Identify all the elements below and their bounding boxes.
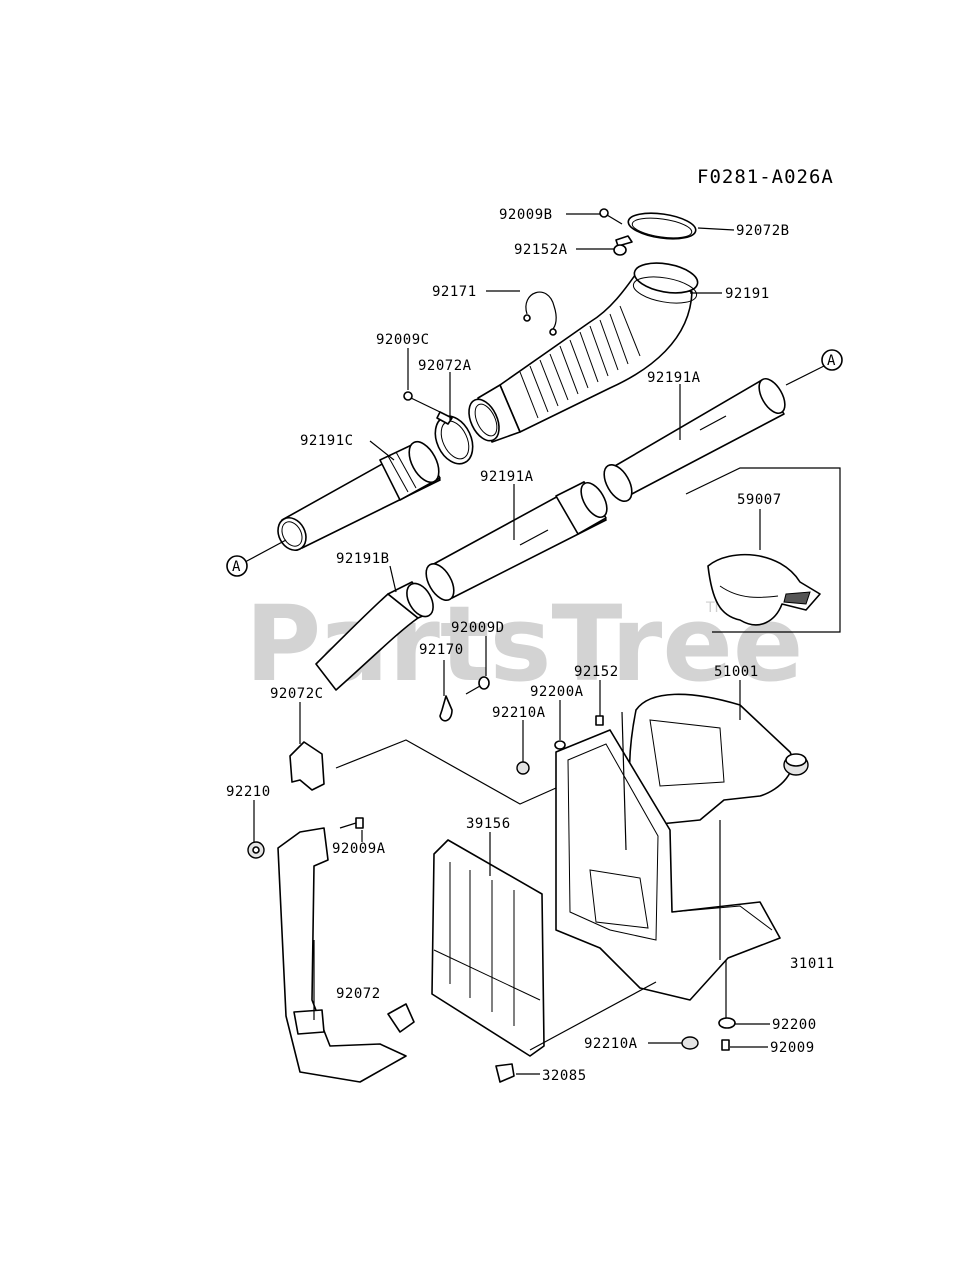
nut-92152a[interactable]: [613, 244, 627, 256]
nut-92210a-lower[interactable]: [681, 1036, 699, 1050]
label-92072a[interactable]: 92072A: [418, 358, 472, 374]
clip-92170[interactable]: [439, 695, 453, 722]
bracket-92072c[interactable]: [289, 741, 325, 791]
svg-text:A: A: [827, 353, 836, 369]
nut-92210[interactable]: [247, 841, 265, 859]
label-92200[interactable]: 92200: [772, 1017, 817, 1033]
pipe-92191b[interactable]: [315, 579, 439, 691]
washer-92200[interactable]: [718, 1017, 736, 1029]
label-92152[interactable]: 92152: [574, 664, 619, 680]
label-92072c[interactable]: 92072C: [270, 686, 324, 702]
frame-31011[interactable]: [555, 729, 781, 1001]
label-92009d[interactable]: 92009D: [451, 620, 505, 636]
label-92191c[interactable]: 92191C: [300, 433, 354, 449]
pipe-92191c[interactable]: [273, 437, 445, 555]
leader-lines: [244, 213, 827, 1075]
pipe-92191a-upper[interactable]: [598, 375, 790, 506]
bolt-92009[interactable]: [721, 1039, 730, 1051]
flex-pipe-92191[interactable]: [463, 259, 700, 446]
label-31011[interactable]: 31011: [790, 956, 835, 972]
safety-glasses-59007[interactable]: [707, 553, 821, 626]
label-92009c[interactable]: 92009C: [376, 332, 430, 348]
diagram-id: F0281-A026A: [697, 166, 834, 188]
ref-marker-a-top: A: [821, 349, 843, 371]
label-92210a-lower[interactable]: 92210A: [584, 1036, 638, 1052]
fuel-tank-51001[interactable]: [628, 693, 809, 827]
nut-92152[interactable]: [595, 715, 604, 726]
label-32085[interactable]: 32085: [542, 1068, 587, 1084]
label-51001[interactable]: 51001: [714, 664, 759, 680]
clip-32085[interactable]: [495, 1063, 515, 1083]
label-92200a[interactable]: 92200A: [530, 684, 584, 700]
label-92191a-upper[interactable]: 92191A: [647, 370, 701, 386]
label-39156[interactable]: 39156: [466, 816, 511, 832]
label-92009b[interactable]: 92009B: [499, 207, 553, 223]
bolt-92009a[interactable]: [339, 817, 364, 829]
bolt-92009b[interactable]: [599, 208, 623, 225]
ref-marker-a-left: A: [226, 555, 248, 577]
washer-92200a[interactable]: [554, 740, 566, 750]
label-92191[interactable]: 92191: [725, 286, 770, 302]
label-92009a[interactable]: 92009A: [332, 841, 386, 857]
label-92191a-lower[interactable]: 92191A: [480, 469, 534, 485]
bolt-92009c[interactable]: [403, 391, 441, 413]
label-92210a-upper[interactable]: 92210A: [492, 705, 546, 721]
label-92210[interactable]: 92210: [226, 784, 271, 800]
svg-text:A: A: [232, 559, 241, 575]
label-92072[interactable]: 92072: [336, 986, 381, 1002]
label-92171[interactable]: 92171: [432, 284, 477, 300]
label-92009[interactable]: 92009: [770, 1040, 815, 1056]
cover-39156[interactable]: [431, 839, 545, 1057]
label-92072b[interactable]: 92072B: [736, 223, 790, 239]
label-59007[interactable]: 59007: [737, 492, 782, 508]
pipe-92191a-lower[interactable]: [420, 479, 612, 605]
clip-92171[interactable]: [525, 291, 557, 331]
clamp-92072b[interactable]: [615, 209, 697, 247]
nut-92210a-upper[interactable]: [516, 761, 530, 775]
strap-92072[interactable]: [277, 827, 415, 1083]
bolt-92009d[interactable]: [465, 676, 490, 695]
clamp-92072a[interactable]: [428, 410, 480, 470]
glasses-box: [685, 467, 841, 633]
label-92191b[interactable]: 92191B: [336, 551, 390, 567]
label-92152a[interactable]: 92152A: [514, 242, 568, 258]
label-92170[interactable]: 92170: [419, 642, 464, 658]
